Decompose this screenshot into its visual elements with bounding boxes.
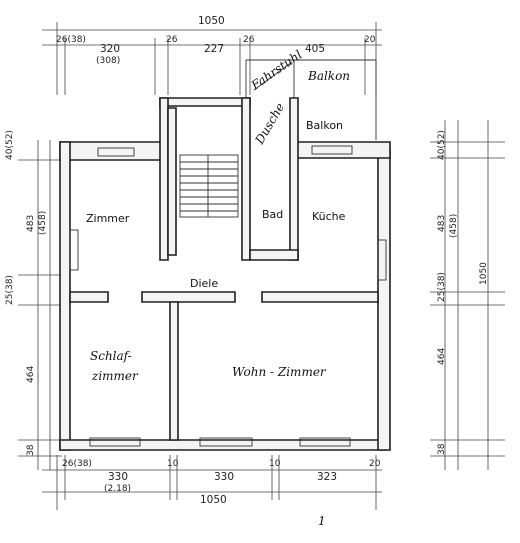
top-dim-6: 26 — [243, 35, 255, 45]
right-dim-1: 40(52) — [437, 130, 447, 160]
room-label-balkon-typed: Balkon — [306, 119, 343, 132]
top-dim-4: 26 — [166, 35, 178, 45]
bottom-dim-5: 330 — [214, 471, 234, 483]
right-dim-6: 464 — [437, 348, 447, 365]
room-label-dusche: Dusche — [252, 100, 287, 147]
room-label-wohnzimmer: Wohn - Zimmer — [232, 365, 327, 379]
bottom-dim-2: 330 — [108, 471, 128, 483]
room-label-kueche: Küche — [312, 210, 346, 223]
top-dim-7: 405 — [305, 43, 325, 55]
hand-mark: 1 — [318, 514, 326, 528]
bottom-dim-7: 323 — [317, 471, 337, 483]
top-dimensions: 1050 26(38) 320 (308) 26 227 26 405 20 — [42, 15, 382, 95]
windows — [69, 145, 387, 447]
bottom-dim-8: 20 — [369, 459, 381, 469]
left-dim-2: 483 — [26, 215, 36, 232]
bottom-dim-6: 10 — [269, 459, 281, 469]
left-dim-5: 464 — [26, 366, 36, 383]
room-label-zimmer: Zimmer — [86, 212, 130, 225]
right-dim-5: 1050 — [479, 262, 489, 285]
left-dim-6: 38 — [26, 444, 36, 456]
top-total-dim: 1050 — [198, 15, 225, 27]
room-label-schlafzimmer-1: Schlaf- — [90, 349, 132, 363]
bottom-dim-4: 10 — [167, 459, 179, 469]
bottom-dim-3: (2.18) — [104, 484, 131, 494]
left-dim-1: 40(52) — [5, 130, 15, 160]
room-label-diele: Diele — [190, 277, 218, 290]
right-dim-2: 483 — [437, 215, 447, 232]
right-dim-7: 38 — [437, 443, 447, 455]
bottom-dimensions: 26(38) 330 (2.18) 10 330 10 323 20 1050 — [42, 455, 382, 510]
top-dim-5: 227 — [204, 43, 224, 55]
top-dim-8: 20 — [364, 35, 376, 45]
right-dim-3: (458) — [449, 214, 459, 238]
room-label-fahrstuhl: Fahrstuhl — [248, 47, 305, 93]
bottom-dim-1: 26(38) — [62, 459, 92, 469]
room-label-schlafzimmer-2: zimmer — [91, 369, 139, 383]
room-label-bad: Bad — [262, 208, 283, 221]
left-dim-4: 25(38) — [5, 275, 15, 305]
left-dim-3: (458) — [38, 211, 48, 235]
right-dimensions: 40(52) 483 (458) 25(38) 1050 464 38 — [430, 120, 505, 470]
top-dim-2: 320 — [100, 43, 120, 55]
top-dim-3: (308) — [96, 56, 120, 66]
staircase — [179, 154, 239, 218]
bottom-total-dim: 1050 — [200, 494, 227, 506]
room-label-balkon-hand: Balkon — [307, 69, 350, 83]
left-dimensions: 40(52) 483 (458) 25(38) 464 38 — [5, 130, 62, 470]
right-dim-4: 25(38) — [437, 272, 447, 302]
top-dim-1: 26(38) — [56, 35, 86, 45]
